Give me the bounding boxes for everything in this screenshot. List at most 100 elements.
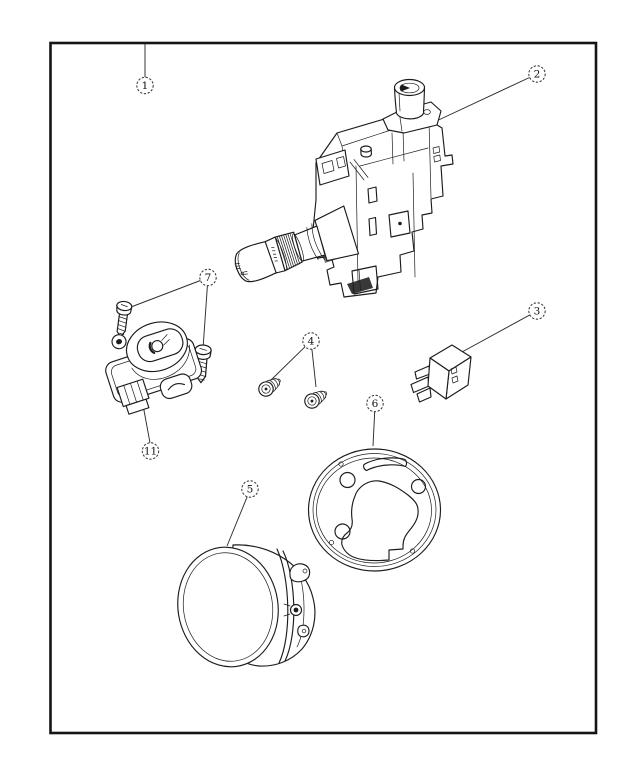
plate-rim-2 — [312, 453, 437, 567]
callout-circle — [528, 302, 546, 320]
stalk-knurl-lines — [276, 233, 301, 270]
plate-rim-hole-3 — [409, 548, 416, 554]
fog-lamp-symbol-marks — [234, 263, 248, 275]
sensor-face-boss — [136, 328, 184, 363]
callout-circle — [241, 480, 259, 498]
callout-5: 5 — [241, 480, 259, 498]
switch-cylinder-seam — [398, 92, 401, 112]
tapping-screw-1 — [116, 300, 133, 338]
callout-7: 7 — [199, 268, 217, 287]
stalk-band-markings — [271, 246, 279, 262]
sensor-part — [105, 321, 203, 415]
plate-rim-3 — [316, 457, 432, 564]
switch-cylinder-top — [393, 78, 426, 97]
diagram-frame — [49, 41, 598, 735]
sensor-key-hub — [151, 340, 164, 353]
plate-outer-rim — [307, 448, 442, 572]
lamp-adjuster-stems — [283, 603, 291, 617]
stalk-base-wedge — [314, 205, 360, 262]
callout-leader-lines — [130, 43, 531, 547]
callout-circle — [366, 394, 384, 413]
screw-head-top — [116, 300, 133, 312]
switch-cylinder-body — [393, 86, 426, 120]
plate-rim-hole-1 — [338, 461, 344, 467]
switch-front-slots — [351, 186, 411, 295]
callout-number: 6 — [372, 398, 379, 410]
callout-number: 3 — [534, 306, 541, 318]
plate-hole-lower-left — [334, 523, 351, 540]
screw-head-inner — [261, 384, 271, 394]
sensor-connector-mouth — [125, 398, 150, 415]
plate-hole-upper-left — [339, 471, 356, 489]
screw-head-slot — [120, 304, 128, 308]
mounting-plate-part — [307, 448, 442, 572]
lamp-bracket-hole — [302, 568, 308, 574]
callout-number: 11 — [144, 446, 157, 458]
switch-right-flange-slots — [432, 146, 441, 163]
screw-head-inner — [307, 396, 317, 406]
callout-circle — [302, 332, 320, 350]
plate-rim-hole-2 — [328, 539, 335, 546]
switch-cylinder-bore — [399, 82, 420, 94]
sensor-ear-tab — [159, 373, 193, 400]
sensor-connector — [116, 378, 150, 415]
callout-1: 1 — [136, 76, 154, 95]
plate-top-slot — [363, 457, 408, 472]
relay-terminal-3 — [416, 387, 432, 403]
switch-slot-pin — [398, 221, 402, 226]
screw-threads — [117, 316, 128, 335]
callouts: 1 2 3 4 5 6 7 11 — [136, 65, 546, 498]
callout-6: 6 — [366, 394, 384, 413]
callout-number: 4 — [308, 336, 315, 348]
switch-left-pod-buttons — [321, 156, 346, 174]
callout-2: 2 — [528, 65, 546, 83]
switch-boss-side — [360, 148, 372, 158]
fog-lamp-part — [177, 544, 316, 668]
lamp-hook-hole — [301, 628, 307, 634]
screw-thread-ridges — [312, 390, 328, 405]
callout-circle — [136, 76, 154, 95]
relay-left-face — [427, 357, 450, 400]
switch-left-pod — [315, 149, 350, 186]
callout-11: 11 — [141, 442, 160, 460]
plate-center-cutout — [341, 480, 419, 562]
pan-head-screws-part — [258, 378, 328, 409]
switch-housing-silhouette — [312, 116, 454, 298]
switch-cylinder-key-notch — [400, 84, 410, 92]
sensor-key-crescent — [148, 341, 156, 354]
screw-thread-ridges — [266, 378, 281, 392]
callout-number: 7 — [205, 272, 212, 284]
callout-4: 4 — [302, 332, 320, 350]
plate-hole-right — [410, 478, 427, 495]
lamp-lens-bezel — [182, 552, 274, 662]
callout-circle — [528, 65, 546, 83]
callout-circle — [199, 268, 217, 287]
lamp-adjuster-center — [293, 607, 299, 613]
switch-foot-line — [358, 269, 361, 292]
sensor-cam-tail — [161, 334, 170, 346]
pan-head-screw-2 — [304, 390, 328, 409]
stalk-boot-lines — [306, 223, 325, 260]
relay-face-holes — [450, 366, 459, 384]
sensor-ear-slot — [167, 383, 186, 391]
lamp-lens — [177, 546, 279, 668]
screw-head-top — [194, 344, 212, 356]
sensor-skirt — [131, 344, 190, 380]
lamp-top-bracket — [289, 563, 311, 583]
callout-number: 1 — [142, 80, 149, 92]
pan-head-screw-1 — [258, 378, 281, 397]
callout-circle — [141, 442, 160, 460]
screw-head-slot — [199, 348, 207, 351]
screw-head-dot — [310, 399, 314, 403]
sensor-mount-ear-hole — [116, 339, 122, 345]
sensor-connector-ribs — [123, 381, 144, 405]
lamp-lower-hook — [297, 624, 310, 638]
callout-number: 5 — [247, 484, 254, 496]
switch-stalk — [234, 205, 360, 283]
callout-number: 2 — [534, 69, 541, 81]
switch-boss-top — [360, 145, 372, 153]
multifunction-switch-part — [234, 78, 454, 298]
screw-head-dot — [264, 387, 268, 391]
